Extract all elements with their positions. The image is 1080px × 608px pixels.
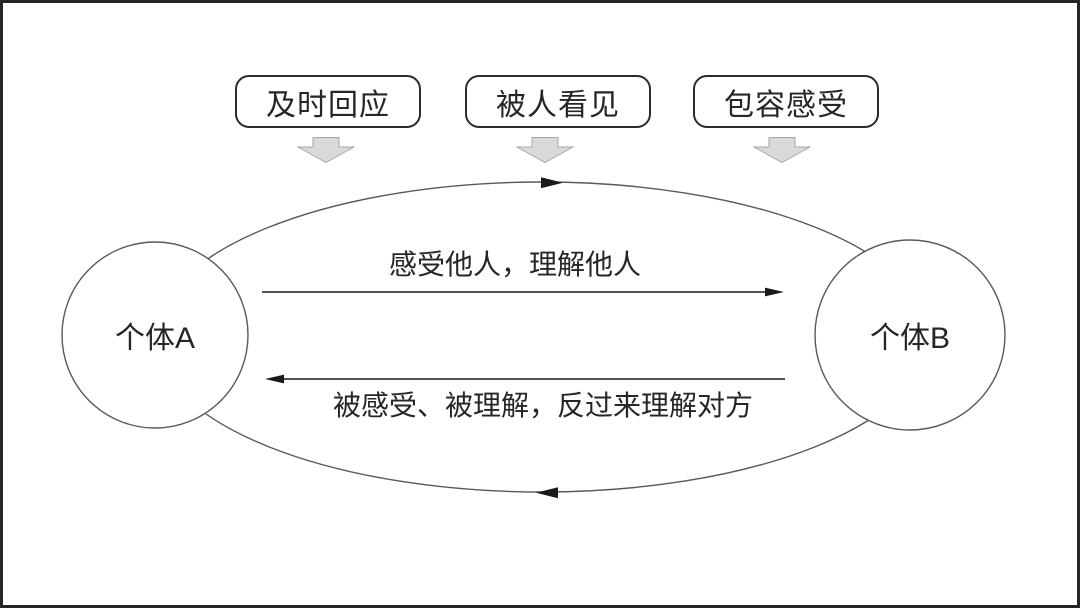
top-box-timely-response: 及时回应	[235, 75, 421, 128]
down-block-arrow-icon	[753, 137, 811, 163]
node-circle-a	[61, 241, 249, 429]
top-box-label: 及时回应	[266, 88, 390, 122]
top-box-label: 包容感受	[724, 88, 848, 122]
cycle-diagram	[61, 177, 1006, 499]
down-block-arrow-icon	[297, 137, 355, 163]
forward-relation-label: 感受他人，理解他人	[388, 249, 642, 280]
node-label-individual-a: 个体A	[114, 322, 196, 355]
down-block-arrow-icon	[516, 137, 574, 163]
cycle-bottom-arrowhead-icon	[536, 487, 558, 499]
top-box-accept-feelings: 包容感受	[693, 75, 879, 128]
backward-arrowhead-icon	[265, 374, 284, 384]
node-label-individual-b: 个体B	[869, 322, 951, 355]
cycle-ellipse	[154, 181, 930, 493]
top-box-label: 被人看见	[496, 88, 620, 122]
node-circle-b	[814, 239, 1006, 431]
forward-arrowhead-icon	[765, 287, 784, 297]
cycle-top-arrowhead-icon	[541, 177, 563, 189]
top-box-being-seen: 被人看见	[465, 75, 651, 128]
backward-relation-label: 被感受、被理解，反过来理解对方	[332, 390, 754, 421]
